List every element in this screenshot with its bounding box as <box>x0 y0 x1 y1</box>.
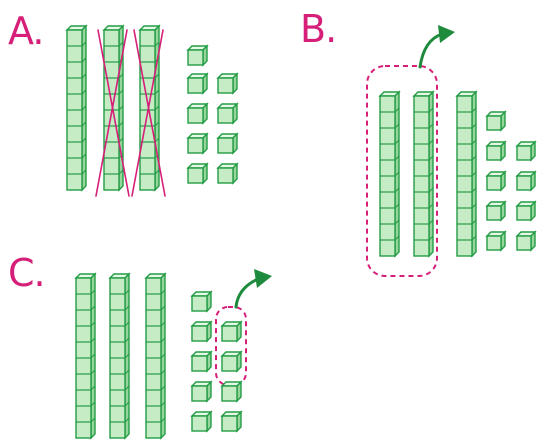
one-cube <box>515 230 537 252</box>
one-cube <box>190 350 213 373</box>
one-cube <box>515 140 537 162</box>
panel-b-group-outline <box>366 65 438 277</box>
panel-b-arrow <box>418 32 444 69</box>
cross-out-line <box>97 29 130 197</box>
one-cube <box>186 162 209 185</box>
one-cube <box>186 44 209 67</box>
one-cube <box>220 410 243 433</box>
one-cube <box>220 350 243 373</box>
one-cube <box>220 380 243 403</box>
ten-rod <box>102 24 125 192</box>
ten-rod <box>455 90 478 258</box>
one-cube <box>515 170 537 192</box>
ten-rod <box>65 24 88 192</box>
one-cube <box>220 320 243 343</box>
one-cube <box>485 170 507 192</box>
panel-a: A. <box>8 9 239 197</box>
ten-rod <box>412 90 435 258</box>
panel-c: C. <box>8 251 272 440</box>
one-cube <box>216 162 239 185</box>
one-cube <box>186 72 209 95</box>
ten-rod <box>144 272 167 440</box>
panel-c-one-cubes <box>190 290 243 433</box>
one-cube <box>216 102 239 125</box>
panel-c-group-outline <box>215 306 247 386</box>
ten-rod <box>378 90 401 258</box>
one-cube <box>216 72 239 95</box>
panel-c-ten-rods <box>74 272 167 440</box>
panel-c-label: C. <box>8 251 45 295</box>
one-cube <box>216 132 239 155</box>
panel-a-crossed-out-rods <box>95 29 166 197</box>
one-cube <box>485 110 507 132</box>
panel-a-label: A. <box>8 9 43 53</box>
panel-a-one-cubes <box>186 44 239 185</box>
panel-b-arrow-head <box>438 25 455 43</box>
one-cube <box>190 290 213 313</box>
panel-b-ten-rods <box>378 90 478 258</box>
one-cube <box>190 320 213 343</box>
panel-b: B. <box>300 7 537 277</box>
panel-c-arrow-head <box>254 269 272 288</box>
one-cube <box>485 140 507 162</box>
one-cube <box>485 200 507 222</box>
ten-rod <box>138 24 161 192</box>
cross-out-line <box>133 29 166 197</box>
one-cube <box>186 132 209 155</box>
one-cube <box>485 230 507 252</box>
one-cube <box>186 102 209 125</box>
ten-rod <box>74 272 97 440</box>
cross-out-line <box>95 29 128 197</box>
ten-rod <box>108 272 131 440</box>
panel-b-label: B. <box>300 7 336 51</box>
one-cube <box>190 380 213 403</box>
panel-b-one-cubes <box>485 110 537 252</box>
panel-c-arrow <box>234 277 260 309</box>
one-cube <box>515 200 537 222</box>
cross-out-line <box>131 29 164 197</box>
one-cube <box>190 410 213 433</box>
